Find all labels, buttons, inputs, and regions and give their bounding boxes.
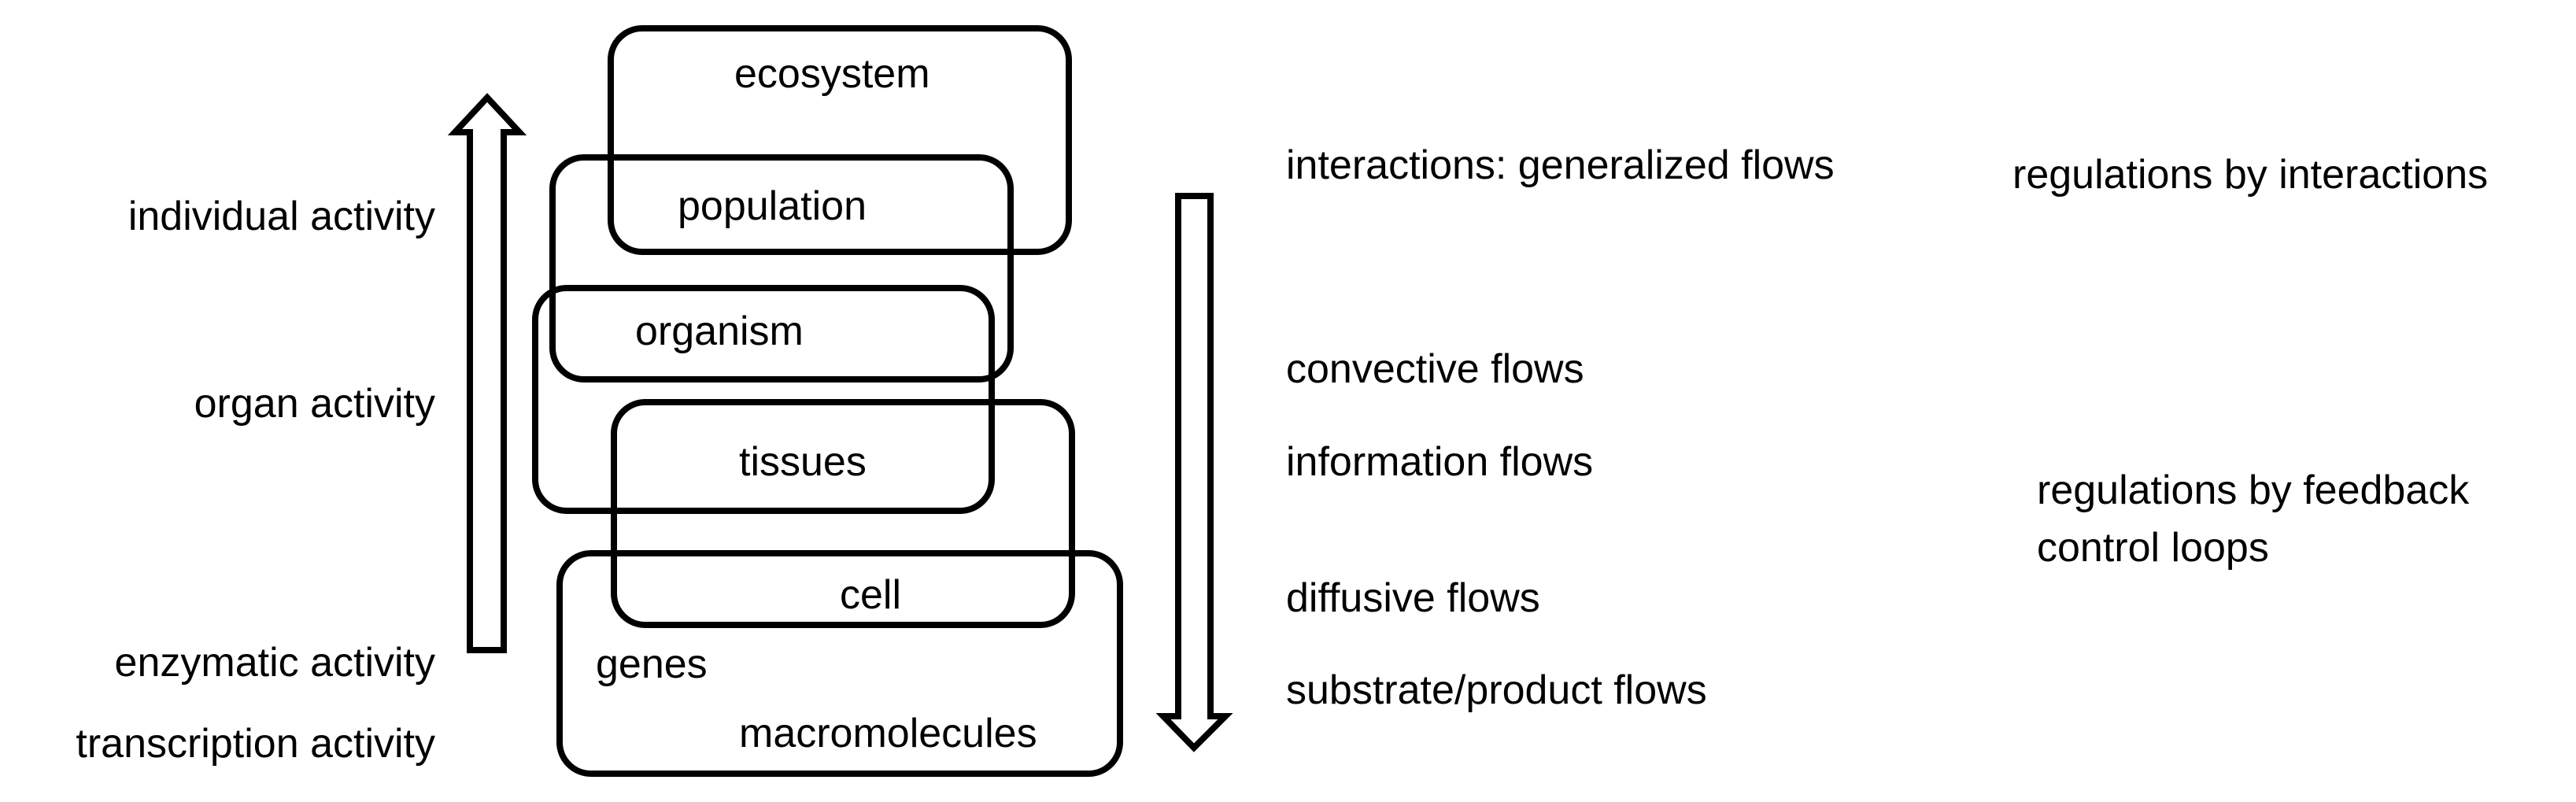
flow-substrate: substrate/product flows — [1286, 667, 1707, 713]
level-genes: genes — [596, 641, 708, 687]
tissues-box — [611, 399, 1075, 628]
regulation-feedback-line1: regulations by feedback — [2037, 468, 2470, 513]
activity-organ: organ activity — [194, 381, 435, 427]
cell-box — [556, 550, 1123, 777]
level-tissues: tissues — [739, 439, 867, 485]
level-cell: cell — [840, 572, 902, 618]
level-ecosystem: ecosystem — [734, 51, 930, 97]
activity-enzymatic: enzymatic activity — [114, 640, 435, 686]
flow-interactions: interactions: generalized flows — [1286, 142, 1835, 188]
regulation-interactions: regulations by interactions — [2012, 152, 2489, 198]
level-macromolecules: macromolecules — [739, 711, 1037, 756]
upward-arrow-icon — [447, 93, 527, 653]
flow-convective: convective flows — [1286, 346, 1584, 392]
activity-transcription: transcription activity — [76, 721, 435, 767]
downward-arrow-icon — [1155, 193, 1233, 752]
population-box — [549, 154, 1014, 383]
level-population: population — [678, 183, 867, 229]
flow-information: information flows — [1286, 439, 1594, 485]
activity-individual: individual activity — [128, 194, 435, 239]
flow-diffusive: diffusive flows — [1286, 575, 1540, 621]
regulation-feedback-line2: control loops — [2037, 525, 2269, 571]
ecosystem-box — [608, 25, 1072, 255]
level-organism: organism — [635, 309, 804, 354]
